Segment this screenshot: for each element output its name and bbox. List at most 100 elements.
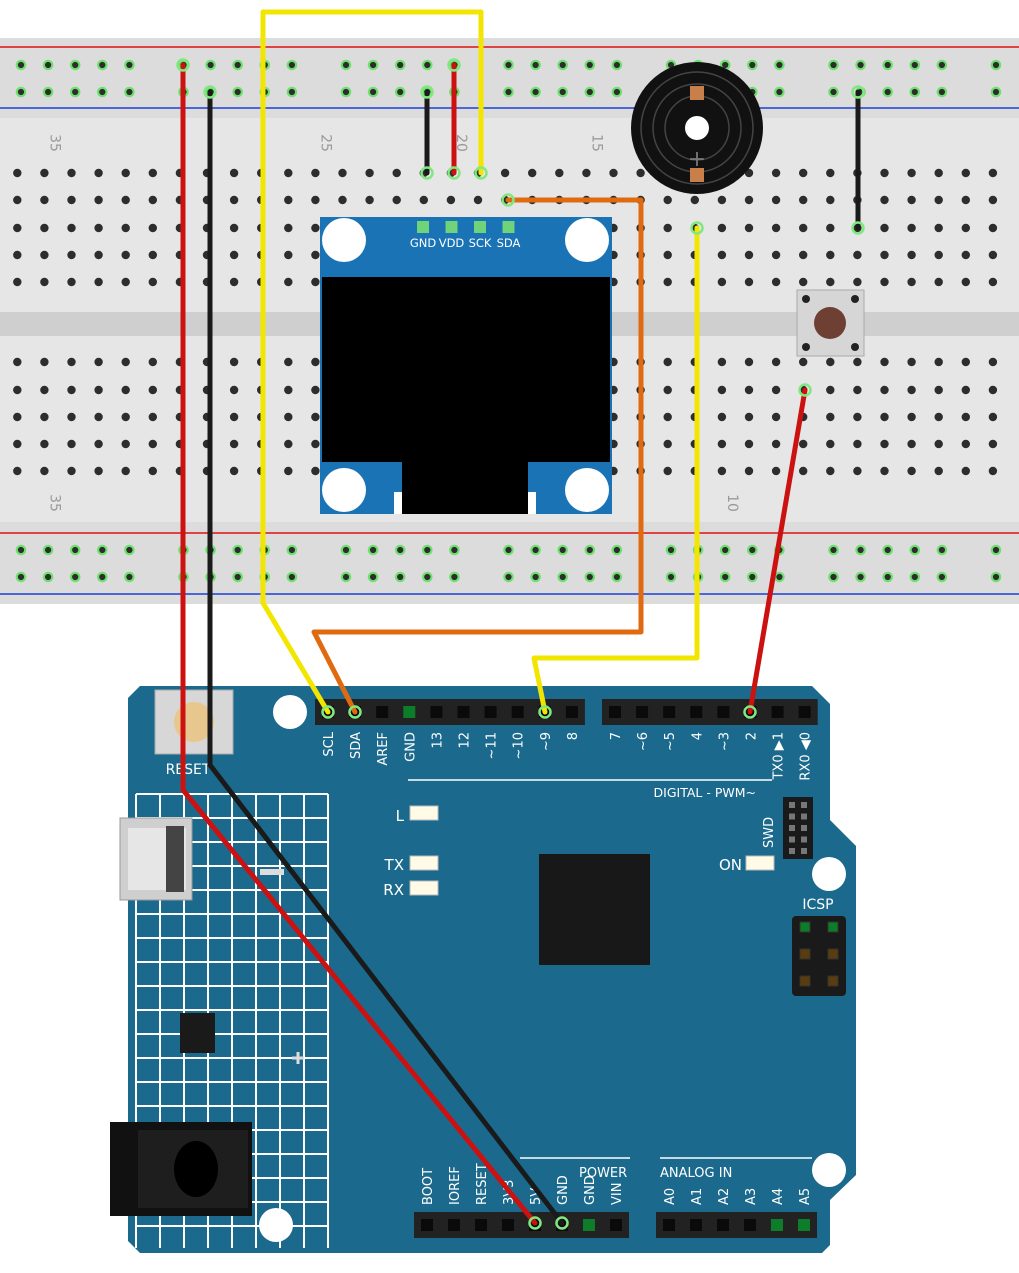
breadboard-hole bbox=[826, 439, 835, 449]
breadboard-hole bbox=[771, 195, 781, 205]
breadboard-hole bbox=[148, 277, 157, 287]
digital-pin bbox=[798, 706, 811, 718]
breadboard-hole bbox=[907, 439, 916, 449]
breadboard-hole bbox=[311, 439, 320, 449]
breadboard-hole bbox=[826, 250, 835, 260]
arduino-board: RESET L TX RX ON DIGITAL - PWM~ SWD ICSP bbox=[110, 686, 856, 1253]
breadboard-hole bbox=[717, 466, 727, 476]
breadboard-hole bbox=[934, 277, 943, 287]
wire-endpoint bbox=[690, 221, 704, 235]
breadboard-hole bbox=[338, 195, 347, 205]
breadboard-hole bbox=[771, 168, 781, 178]
power-pin-label: BOOT bbox=[421, 1168, 436, 1205]
breadboard-hole bbox=[663, 439, 672, 449]
top-power-rail bbox=[0, 38, 1019, 118]
icsp-pin bbox=[827, 975, 839, 987]
breadboard-hole bbox=[13, 466, 22, 476]
push-button[interactable] bbox=[796, 289, 865, 357]
oled-pin-label: SCK bbox=[469, 236, 492, 250]
usb-connector-port bbox=[166, 826, 184, 892]
digital-pin-label: SDA bbox=[349, 732, 364, 759]
breadboard-hole bbox=[121, 357, 130, 367]
digital-pin bbox=[430, 706, 443, 718]
rail-hole bbox=[557, 86, 568, 98]
breadboard-hole bbox=[717, 195, 727, 205]
wire-5v-red bbox=[180, 62, 538, 1226]
digital-pin-label: ~9 bbox=[539, 732, 554, 751]
board-mount-hole bbox=[259, 1208, 293, 1242]
breadboard-hole bbox=[582, 168, 591, 178]
rail-hole bbox=[232, 544, 243, 556]
breadboard-hole bbox=[744, 412, 754, 422]
power-label: POWER bbox=[579, 1166, 627, 1181]
column-number-bottom: 35 bbox=[46, 494, 62, 512]
analog-pin-label: A2 bbox=[717, 1188, 732, 1205]
breadboard-hole bbox=[609, 168, 618, 178]
breadboard-hole bbox=[67, 385, 76, 395]
breadboard-hole bbox=[880, 439, 889, 449]
oled-ribbon bbox=[402, 462, 528, 514]
rail-hole bbox=[286, 86, 298, 98]
oled-ribbon-notch bbox=[394, 492, 402, 514]
digital-pin bbox=[484, 706, 497, 718]
rail-hole bbox=[936, 59, 948, 71]
led-rx bbox=[409, 880, 439, 896]
digital-pin-label: SCL bbox=[322, 731, 337, 756]
breadboard-hole bbox=[229, 223, 239, 233]
rail-hole bbox=[665, 571, 677, 583]
column-number-top: 25 bbox=[317, 134, 333, 152]
breadboard-hole bbox=[67, 466, 76, 476]
wire-endpoint bbox=[851, 221, 865, 235]
icsp-pin bbox=[827, 948, 839, 960]
breadboard-hole bbox=[826, 168, 835, 178]
rail-hole bbox=[584, 86, 596, 98]
breadboard-hole bbox=[744, 277, 754, 287]
breadboard-hole bbox=[13, 357, 22, 367]
breadboard-hole bbox=[961, 357, 970, 367]
rail-hole bbox=[15, 86, 27, 98]
buzzer-pin bbox=[690, 168, 704, 182]
rail-hole bbox=[611, 544, 623, 556]
breadboard-hole bbox=[13, 439, 22, 449]
breadboard-hole bbox=[284, 168, 293, 178]
rail-hole bbox=[746, 544, 758, 556]
power-pin-label: VIN bbox=[610, 1183, 625, 1205]
rail-hole bbox=[530, 86, 541, 98]
analog-pin-label: A3 bbox=[744, 1188, 759, 1205]
breadboard-hole bbox=[636, 168, 645, 178]
led-on-label: ON bbox=[719, 856, 742, 874]
rail-hole bbox=[530, 59, 541, 71]
rail-hole bbox=[124, 571, 135, 583]
breadboard-hole bbox=[907, 385, 916, 395]
breadboard-hole bbox=[961, 385, 970, 395]
rail-hole bbox=[530, 544, 541, 556]
rail-hole bbox=[584, 571, 596, 583]
rail-hole bbox=[367, 571, 379, 583]
breadboard-hole bbox=[40, 250, 49, 260]
rail-hole bbox=[367, 59, 379, 71]
main-microcontroller bbox=[539, 854, 650, 965]
rail-hole bbox=[286, 571, 298, 583]
digital-header-body bbox=[602, 699, 818, 725]
breadboard-hole bbox=[907, 357, 916, 367]
oled-mount-hole bbox=[322, 218, 366, 262]
rail-hole bbox=[69, 59, 81, 71]
button-cap[interactable] bbox=[814, 307, 846, 339]
analog-pin-label: A0 bbox=[663, 1188, 678, 1205]
breadboard-hole bbox=[853, 439, 862, 449]
breadboard-hole bbox=[121, 168, 130, 178]
rail-hole bbox=[421, 571, 433, 583]
breadboard-hole bbox=[934, 385, 943, 395]
digital-pin bbox=[457, 706, 470, 718]
breadboard-hole bbox=[148, 385, 157, 395]
rail-hole bbox=[42, 571, 54, 583]
breadboard-hole bbox=[40, 195, 49, 205]
rail-hole bbox=[394, 86, 406, 98]
silkscreen-plus bbox=[292, 1052, 304, 1064]
oled-pin-pad bbox=[417, 221, 429, 233]
breadboard-hole bbox=[663, 466, 672, 476]
rail-hole bbox=[882, 86, 893, 98]
led-tx bbox=[409, 855, 439, 871]
reset-label: RESET bbox=[166, 762, 211, 778]
breadboard-hole bbox=[148, 466, 157, 476]
